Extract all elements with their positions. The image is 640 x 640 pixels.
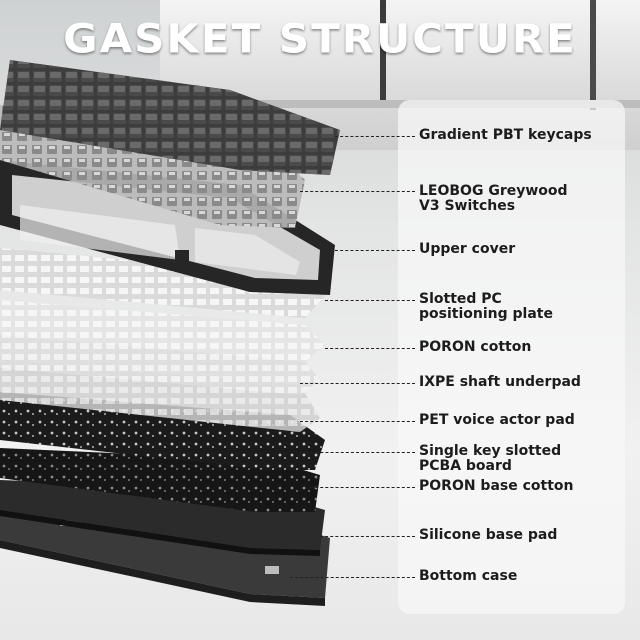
leader-line [325, 300, 415, 301]
label-line: V3 Switches [419, 198, 516, 214]
background-window-frame [380, 0, 386, 105]
leader-line [320, 536, 415, 537]
leader-line [300, 421, 415, 422]
leader-line [335, 136, 415, 137]
label-poron-base-cotton: PORON base cotton [419, 479, 574, 494]
label-line: PORON base cotton [419, 478, 574, 494]
leader-line [325, 348, 415, 349]
label-line: Gradient PBT keycaps [419, 127, 592, 143]
leader-line [335, 250, 415, 251]
label-line: Bottom case [419, 568, 518, 584]
label-silicone-base-pad: Silicone base pad [419, 528, 557, 543]
label-pet-pad: PET voice actor pad [419, 413, 575, 428]
label-bottom-case: Bottom case [419, 569, 517, 584]
label-line: PORON cotton [419, 339, 532, 355]
label-poron-cotton: PORON cotton [419, 340, 531, 355]
page-title: GASKET STRUCTURE [63, 15, 577, 62]
label-line: positioning plate [419, 306, 553, 322]
layer-pet-pad [0, 360, 320, 432]
layer-keycaps [0, 60, 340, 175]
label-gradient-pbt-keycaps: Gradient PBT keycaps [419, 128, 592, 143]
label-line: PCBA board [419, 458, 512, 474]
layer-upper-cover [0, 160, 335, 295]
layer-slotted-pc-plate [0, 248, 325, 318]
background-window-frame [590, 0, 596, 110]
label-slotted-pc-plate: Slotted PC positioning plate [419, 292, 553, 322]
label-upper-cover: Upper cover [419, 242, 515, 257]
label-line: IXPE shaft underpad [419, 374, 581, 390]
label-panel [398, 100, 625, 614]
leader-line [300, 383, 415, 384]
leader-line [290, 577, 415, 578]
label-line: LEOBOG Greywood [419, 183, 568, 199]
label-line: Single key slotted [419, 443, 562, 459]
label-line: Upper cover [419, 241, 516, 257]
leader-line [300, 452, 415, 453]
label-line: Slotted PC [419, 291, 502, 307]
label-ixpe-underpad: IXPE shaft underpad [419, 375, 581, 390]
layer-ixpe-underpad [0, 330, 320, 395]
leader-line [300, 191, 415, 192]
label-leobog-switches: LEOBOG Greywood V3 Switches [419, 184, 568, 214]
layer-poron-cotton [0, 300, 325, 362]
label-line: Silicone base pad [419, 527, 558, 543]
label-line: PET voice actor pad [419, 412, 575, 428]
leader-line [310, 487, 415, 488]
label-pcba-board: Single key slotted PCBA board [419, 444, 561, 474]
